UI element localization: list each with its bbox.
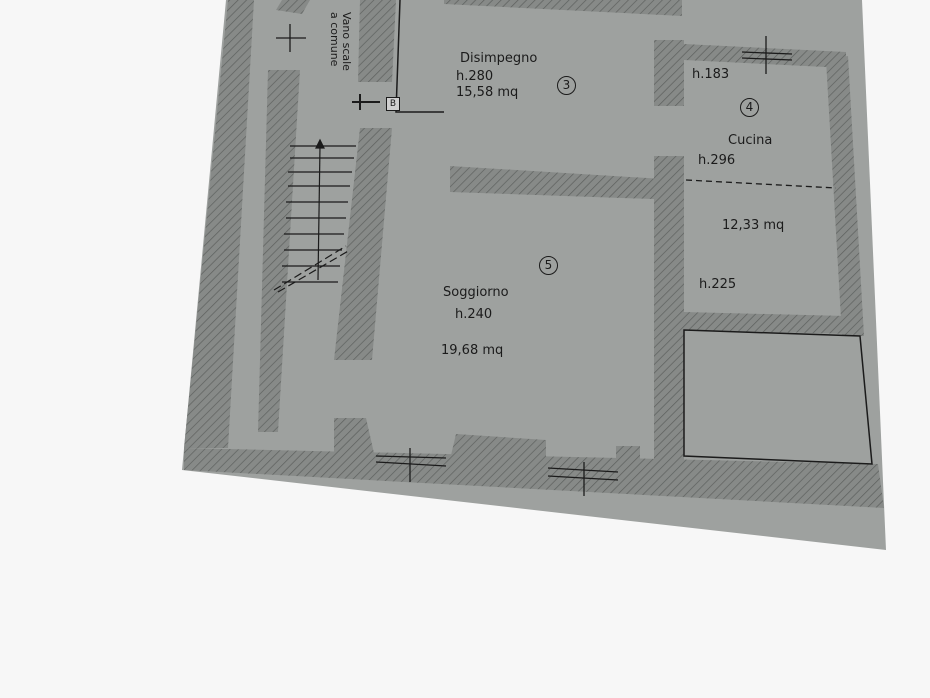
lower-right-room bbox=[683, 329, 873, 465]
room-4-number: 4 bbox=[740, 98, 759, 117]
room-4-height-top-left: h.183 bbox=[692, 67, 730, 82]
stair-label-line1: Vano scale bbox=[340, 12, 353, 71]
stair-box-label: B bbox=[386, 97, 400, 111]
kitchen-left-wall bbox=[654, 40, 684, 106]
window-bottom-2 bbox=[547, 462, 619, 496]
stair-label-line2: a comune bbox=[328, 12, 342, 67]
room-5-height: h.240 bbox=[455, 307, 493, 322]
room-3-number: 3 bbox=[557, 76, 576, 95]
window-jamb-3 bbox=[616, 446, 640, 478]
room-outline bbox=[395, 0, 444, 113]
room-3-area: 15,58 mq bbox=[456, 85, 519, 100]
window-bottom-1 bbox=[375, 448, 447, 482]
kitchen-right-wall bbox=[826, 56, 864, 336]
living-top-wall bbox=[450, 166, 680, 200]
plan-sheet bbox=[182, 0, 886, 550]
stair-wall-outer bbox=[258, 70, 300, 432]
meter-marker bbox=[352, 94, 380, 110]
living-right-wall bbox=[654, 156, 684, 470]
room-4-height-top: h.296 bbox=[698, 153, 736, 168]
room-4-area: 12,33 mq bbox=[722, 218, 785, 233]
exterior-wall-bottom bbox=[184, 448, 884, 508]
room-5-name: Soggiorno bbox=[443, 285, 509, 300]
exterior-wall-left bbox=[184, 0, 254, 448]
room-5-number: 5 bbox=[539, 256, 558, 275]
stair-wall-inner bbox=[334, 128, 392, 360]
window-kitchen bbox=[741, 36, 793, 74]
window-jamb-1 bbox=[334, 418, 376, 462]
window-top-left bbox=[276, 24, 306, 52]
top-wall bbox=[444, 0, 682, 16]
room-3-name: Disimpegno bbox=[460, 51, 538, 66]
top-left-wall bbox=[276, 0, 310, 14]
room-4-height-bottom: h.225 bbox=[699, 277, 737, 292]
room-4-name: Cucina bbox=[728, 133, 773, 148]
kitchen-bottom-wall bbox=[684, 312, 848, 334]
kitchen-dashed-line bbox=[685, 179, 837, 189]
kitchen-top-wall bbox=[684, 44, 846, 68]
room-5-area: 19,68 mq bbox=[441, 343, 504, 358]
stair-top-wall bbox=[358, 0, 396, 82]
window-jamb-2 bbox=[448, 434, 546, 472]
room-3-height: h.280 bbox=[456, 69, 494, 84]
staircase bbox=[273, 138, 356, 293]
stair-label: Vano scale a comune bbox=[328, 12, 353, 71]
